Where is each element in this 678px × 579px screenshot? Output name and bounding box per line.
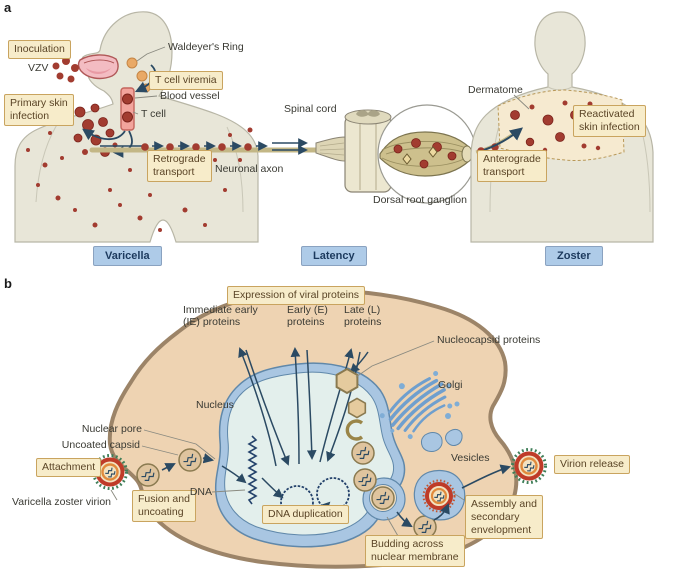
dna-duplication-label: DNA duplication — [262, 505, 349, 524]
attachment-label: Attachment — [36, 458, 102, 477]
virus-egress-illustration — [396, 447, 548, 539]
panel-b-leader-lines — [110, 340, 465, 537]
blood-vessel-illustration — [120, 87, 135, 131]
assembly-secondary-envelopment-label: Assembly and secondary envelopment — [465, 495, 543, 540]
virus-entry-illustration — [91, 448, 215, 491]
stage-varicella: Varicella — [93, 246, 162, 266]
vzv-inoculum-dots — [52, 57, 79, 83]
fusion-and-uncoating-label: Fusion and uncoating — [132, 490, 196, 522]
vesicles-illustration — [420, 401, 463, 452]
stage-latency: Latency — [301, 246, 367, 266]
neuronal-axon-label: Neuronal axon — [215, 163, 284, 175]
dna-label: DNA — [189, 486, 212, 498]
golgi-label: Golgi — [438, 379, 463, 391]
budding-across-nuclear-membrane-label: Budding across nuclear membrane — [365, 535, 465, 567]
dorsal-root-ganglion-label: Dorsal root ganglion — [373, 194, 467, 206]
spinal-cord-label: Spinal cord — [284, 103, 337, 115]
panel-b-letter: b — [4, 276, 12, 291]
spinal-cord-illustration — [315, 109, 422, 193]
t-cell-label: T cell — [141, 108, 166, 120]
inoculation-label: Inoculation — [8, 40, 71, 59]
reactivated-skin-infection-label: Reactivated skin infection — [573, 105, 646, 137]
varicella-body-illustration — [14, 11, 259, 243]
waldeyers-ring-label: Waldeyer's Ring — [168, 41, 244, 53]
immediate-early-proteins-label: Immediate early (IE) proteins — [183, 304, 258, 329]
expression-arrows — [221, 347, 369, 512]
nucleocapsid-structures — [335, 368, 395, 510]
anterograde-transport-label: Anterograde transport — [477, 150, 547, 182]
virion-release-label: Virion release — [554, 455, 631, 474]
dorsal-root-ganglion-illustration — [377, 104, 477, 204]
nuclear-pore-label: Nuclear pore — [81, 423, 142, 435]
vesicles-label: Vesicles — [451, 452, 490, 464]
early-proteins-label: Early (E) proteins — [287, 304, 328, 329]
expression-of-viral-proteins-label: Expression of viral proteins — [227, 286, 366, 305]
golgi-illustration — [379, 370, 453, 440]
vzv-label: VZV — [28, 62, 49, 74]
varicella-zoster-virion-label: Varicella zoster virion — [12, 496, 112, 508]
nucleocapsid-proteins-label: Nucleocapsid proteins — [437, 334, 541, 346]
late-proteins-label: Late (L) proteins — [344, 304, 382, 329]
retrograde-transport-label: Retrograde transport — [147, 150, 212, 182]
dermatome-label: Dermatome — [468, 84, 523, 96]
stage-zoster: Zoster — [545, 246, 603, 266]
nucleus-label: Nucleus — [196, 399, 234, 411]
panel-a-leader-lines — [132, 46, 530, 115]
waldeyers-ring-tonsils — [126, 57, 151, 93]
uncoated-capsid-label: Uncoated capsid — [61, 439, 140, 451]
primary-skin-infection-label: Primary skin infection — [4, 94, 74, 126]
panel-a-letter: a — [4, 0, 12, 15]
t-cell-viremia-label: T cell viremia — [149, 71, 223, 90]
blood-vessel-label: Blood vessel — [160, 90, 220, 102]
